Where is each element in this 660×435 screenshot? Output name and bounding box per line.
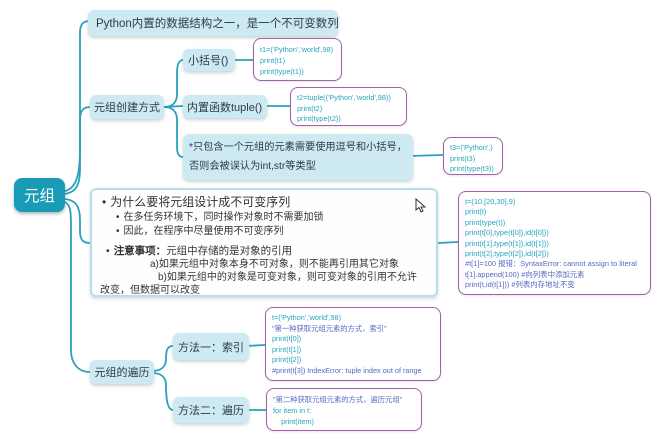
- why-note-b-cont: 改变，但数据可以改变: [100, 285, 200, 296]
- topic-creation[interactable]: 元组创建方式: [90, 95, 164, 119]
- mouse-cursor-icon: [415, 198, 427, 213]
- topic-method2[interactable]: 方法二：遍历: [173, 397, 249, 423]
- topic-tuple-function[interactable]: 内置函数tuple(): [183, 95, 267, 118]
- bullet: •: [116, 212, 120, 223]
- topic-definition[interactable]: Python内置的数据结构之一，是一个不可变数列: [88, 10, 339, 36]
- topic-method1-label: 方法一：索引: [178, 341, 244, 354]
- why-note-text: 元组中存储的是对象的引用: [166, 245, 293, 257]
- bullet: •: [106, 245, 110, 257]
- topic-method1[interactable]: 方法一：索引: [173, 333, 249, 360]
- topic-definition-label: Python内置的数据结构之一，是一个不可变数列: [96, 18, 339, 30]
- why-point-1: 在多任务环境下，同时操作对象时不需要加锁: [123, 212, 324, 223]
- topic-single-element-note[interactable]: *只包含一个元组的元素需要使用逗号和小括号，否则会被误认为int,str等类型: [183, 134, 413, 180]
- why-point-2: 因此，在程序中尽量使用不可变序列: [123, 226, 284, 237]
- topic-single-element-note-label: *只包含一个元组的元素需要使用逗号和小括号，否则会被误认为int,str等类型: [189, 142, 407, 172]
- topic-parentheses[interactable]: 小括号(): [183, 49, 235, 71]
- topic-method2-label: 方法二：遍历: [178, 405, 244, 417]
- root-topic[interactable]: 元组: [14, 178, 65, 212]
- topic-creation-label: 元组创建方式: [94, 102, 160, 114]
- topic-traversal[interactable]: 元组的遍历: [90, 360, 154, 384]
- code-t1[interactable]: t1=('Python','world',98)print(t1)print(t…: [253, 38, 342, 81]
- topic-why-immutable-panel[interactable]: • 为什么要将元组设计成不可变序列 • 在多任务环境下，同时操作对象时不需要加锁…: [90, 188, 438, 297]
- root-topic-label: 元组: [23, 188, 55, 205]
- code-index-access[interactable]: t=('Python','world',98)"第一种获取元组元素的方式，索引"…: [265, 307, 441, 381]
- why-note-b: b)如果元组中的对象是可变对象，则可变对象的引用不允许: [158, 272, 417, 283]
- code-t3[interactable]: t3=('Python',)print(t3)print(type(t3)): [443, 137, 503, 175]
- why-title: 为什么要将元组设计成不可变序列: [110, 195, 291, 209]
- topic-parentheses-label: 小括号(): [188, 55, 229, 67]
- bullet: •: [116, 226, 120, 237]
- why-note-label: 注意事项：: [113, 245, 167, 257]
- topic-tuple-function-label: 内置函数tuple(): [187, 101, 263, 114]
- topic-traversal-label: 元组的遍历: [94, 367, 150, 379]
- code-for-loop[interactable]: "第二种获取元组元素的方式，遍历元组"for item in t: print(…: [266, 388, 422, 431]
- why-note-a: a)如果元组中对象本身不可对象，则不能再引用其它对象: [150, 259, 399, 270]
- bullet: •: [102, 195, 107, 209]
- code-t2[interactable]: t2=tuple(('Python','world',98))print(t2)…: [290, 87, 407, 126]
- code-immutable-demo[interactable]: t=(10,[20,30],9)print(t)print(type(t))pr…: [458, 191, 651, 295]
